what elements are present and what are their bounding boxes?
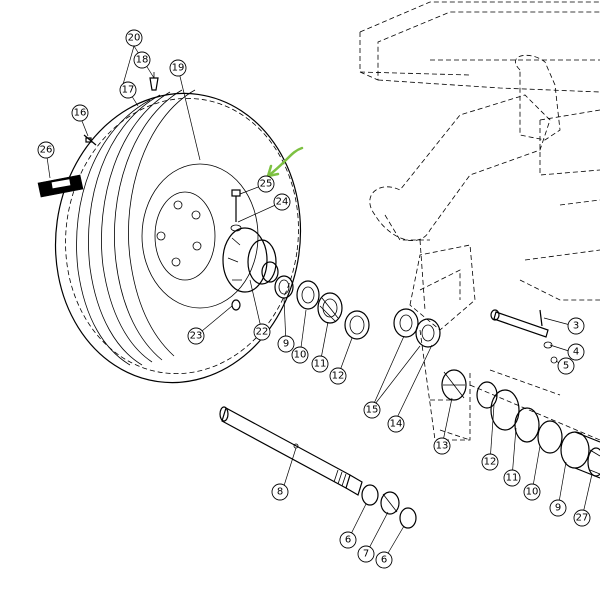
callout-22: 22: [253, 323, 271, 341]
svg-text:6: 6: [381, 555, 387, 566]
pivot-arm-bracket: [369, 55, 561, 441]
svg-text:22: 22: [256, 327, 269, 338]
callout-6-right: 6: [375, 551, 393, 569]
callout-20: 20: [125, 29, 143, 47]
callout-23: 23: [187, 327, 205, 345]
svg-text:19: 19: [172, 63, 185, 74]
decal-label: [37, 174, 84, 198]
svg-text:9: 9: [555, 503, 561, 514]
svg-text:15: 15: [366, 405, 379, 416]
svg-text:26: 26: [40, 145, 53, 156]
callout-4: 4: [567, 343, 585, 361]
callout-24: 24: [273, 193, 291, 211]
svg-text:10: 10: [526, 487, 539, 498]
callout-18: 18: [133, 51, 151, 69]
valve-stem: [149, 72, 159, 91]
lug-nut: [231, 299, 241, 311]
small-bolt: [83, 134, 97, 146]
svg-text:24: 24: [276, 197, 289, 208]
svg-text:14: 14: [390, 419, 403, 430]
frame-assembly: [359, 1, 600, 441]
callout-17: 17: [119, 81, 137, 99]
svg-text:23: 23: [190, 331, 203, 342]
callout-14: 14: [387, 415, 405, 433]
callout-9-upper: 9: [277, 335, 295, 353]
callout-8: 8: [271, 483, 289, 501]
callout-7: 7: [357, 545, 375, 563]
svg-text:6: 6: [345, 535, 351, 546]
svg-text:25: 25: [260, 179, 273, 190]
callout-6-left: 6: [339, 531, 357, 549]
callout-12-lower: 12: [481, 453, 499, 471]
callout-26: 26: [37, 141, 55, 159]
svg-text:3: 3: [573, 321, 579, 332]
svg-text:20: 20: [128, 33, 141, 44]
callout-5: 5: [557, 357, 575, 375]
axle-shaft: [219, 406, 363, 496]
svg-text:9: 9: [283, 339, 289, 350]
svg-text:12: 12: [332, 371, 345, 382]
callout-15: 15: [363, 401, 381, 419]
svg-text:27: 27: [576, 513, 589, 524]
callout-27: 27: [573, 509, 591, 527]
callout-13: 13: [433, 437, 451, 455]
callout-10-upper: 10: [291, 346, 309, 364]
svg-text:18: 18: [136, 55, 149, 66]
highlight-arrow-mark: [266, 146, 304, 178]
svg-text:12: 12: [484, 457, 497, 468]
svg-text:8: 8: [277, 487, 283, 498]
svg-text:17: 17: [122, 85, 135, 96]
svg-text:4: 4: [573, 347, 579, 358]
callout-11-lower: 11: [503, 469, 521, 487]
svg-text:11: 11: [314, 359, 327, 370]
callout-10-lower: 10: [523, 483, 541, 501]
callout-25: 25: [257, 175, 275, 193]
hub: [222, 227, 279, 293]
seals: [393, 308, 441, 348]
callout-3: 3: [567, 317, 585, 335]
bearing-stack-left: [274, 275, 370, 340]
callout-19: 19: [169, 59, 187, 77]
svg-text:13: 13: [436, 441, 449, 452]
svg-text:16: 16: [74, 108, 87, 119]
callout-11-upper: 11: [311, 355, 329, 373]
wheel-bolt: [230, 189, 242, 232]
svg-text:7: 7: [363, 549, 369, 560]
svg-text:5: 5: [563, 361, 569, 372]
wheel-tire: [54, 89, 302, 384]
axle-washers: [361, 484, 417, 529]
svg-text:10: 10: [294, 350, 307, 361]
callout-9-lower: 9: [549, 499, 567, 517]
callout-12-upper: 12: [329, 367, 347, 385]
pin-assembly: [490, 309, 558, 364]
callout-16: 16: [71, 104, 89, 122]
svg-text:11: 11: [506, 473, 519, 484]
spindle-bearing-stack-right: [441, 369, 600, 479]
